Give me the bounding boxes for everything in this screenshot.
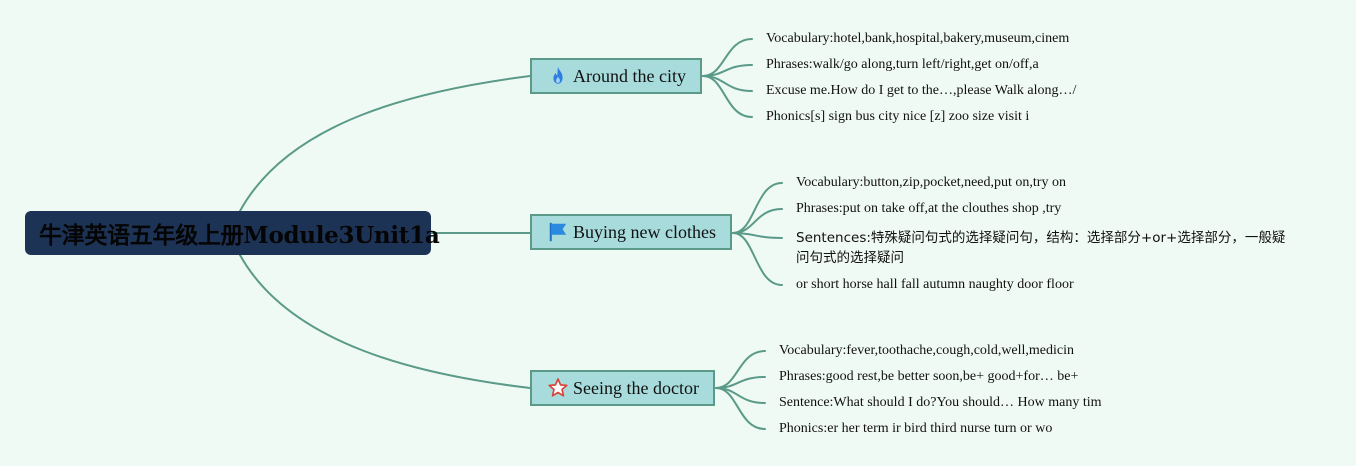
connector-root-seeing-the-doctor	[239, 254, 531, 389]
leaf-item[interactable]: Vocabulary:button,zip,pocket,need,put on…	[796, 175, 1066, 190]
leaf-item[interactable]: Sentences:特殊疑问句式的选择疑问句，结构：选择部分+or+选择部分，一…	[796, 230, 1286, 266]
leaf-item[interactable]: Phonics:er her term ir bird third nurse …	[779, 421, 1053, 436]
root-node[interactable]: 牛津英语五年级上册Module3Unit1a	[25, 211, 440, 255]
leaf-item[interactable]: Phonics[s] sign bus city nice [z] zoo si…	[766, 109, 1030, 124]
star-icon	[547, 377, 569, 399]
fire-icon	[547, 65, 569, 87]
leaf-item[interactable]: Vocabulary:fever,toothache,cough,cold,we…	[779, 343, 1075, 358]
connector-leaf-2-4	[732, 232, 783, 286]
leaf-item[interactable]: Sentence:What should I do?You should… Ho…	[779, 395, 1102, 410]
branch-buying-new-clothes[interactable]: Buying new clothes	[530, 214, 732, 250]
branch-around-the-city[interactable]: Around the city	[530, 58, 702, 94]
leaf-item[interactable]: or short horse hall fall autumn naughty …	[796, 277, 1074, 292]
connector-leaf-2-1	[732, 182, 783, 234]
connector-root-around-the-city	[239, 75, 531, 212]
leaf-item[interactable]: Phrases:good rest,be better soon,be+ goo…	[779, 369, 1079, 384]
branch-label: Seeing the doctor	[573, 377, 699, 398]
connector-leaf-1-4	[702, 75, 753, 118]
connector-leaf-2-2	[732, 208, 783, 234]
branch-seeing-the-doctor[interactable]: Seeing the doctor	[530, 370, 715, 406]
leaf-item[interactable]: Phrases:walk/go along,turn left/right,ge…	[766, 57, 1039, 72]
leaf-item[interactable]: Vocabulary:hotel,bank,hospital,bakery,mu…	[766, 31, 1070, 46]
flag-icon	[547, 221, 569, 243]
branch-label: Around the city	[573, 65, 686, 86]
connector-leaf-3-4	[715, 387, 766, 430]
leaf-item[interactable]: Phrases:put on take off,at the clouthes …	[796, 201, 1062, 216]
root-label: 牛津英语五年级上册Module3Unit1a	[39, 222, 440, 249]
branch-label: Buying new clothes	[573, 221, 716, 242]
leaf-item[interactable]: Excuse me.How do I get to the…,please Wa…	[766, 83, 1077, 98]
